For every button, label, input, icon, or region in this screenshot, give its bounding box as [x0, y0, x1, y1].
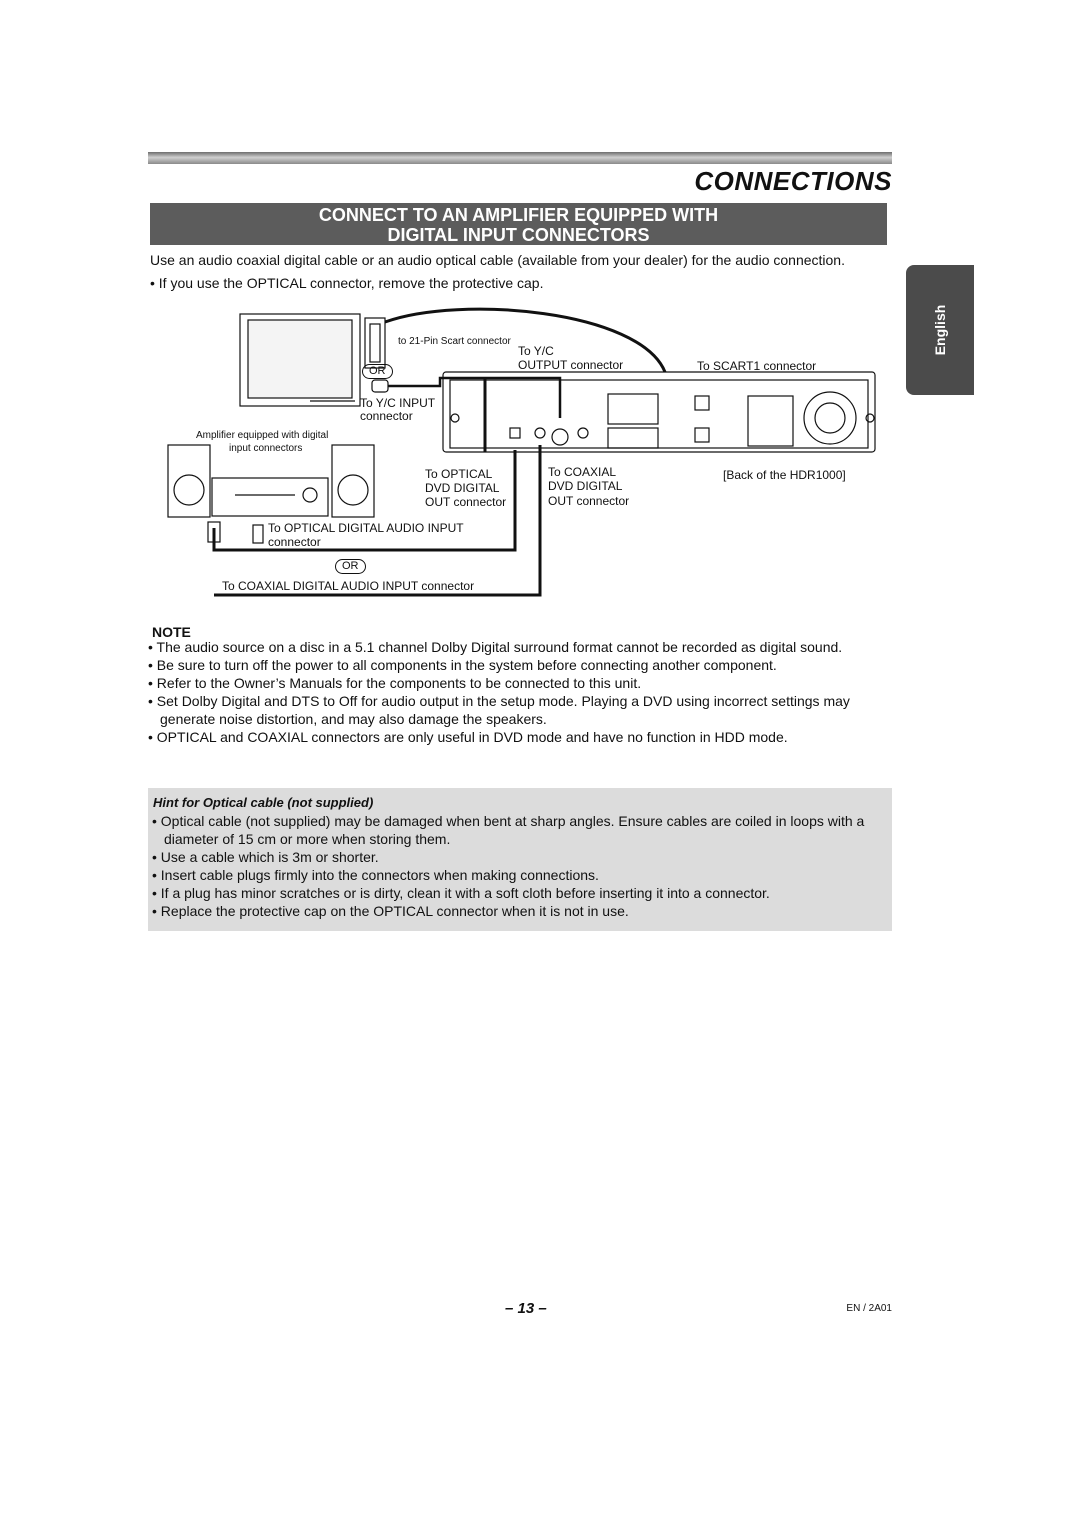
plug-amp-optical: [252, 524, 264, 544]
section-title: CONNECTIONS: [694, 166, 892, 196]
amplifier-illustration: [167, 444, 375, 518]
language-tab: English: [906, 265, 974, 395]
label-scart1: To SCART1 connector: [697, 359, 817, 373]
label-optical-out-1: To OPTICAL: [425, 467, 493, 481]
note-item: • The audio source on a disc in a 5.1 ch…: [148, 639, 843, 655]
hint-item: • Insert cable plugs firmly into the con…: [152, 867, 599, 883]
hint-item: • Replace the protective cap on the OPTI…: [152, 903, 629, 919]
label-optical-out-3: OUT connector: [425, 495, 507, 509]
label-coaxial-out-3: OUT connector: [548, 494, 630, 508]
label-yc-output-2: OUTPUT connector: [518, 358, 624, 372]
label-amp-2: input connectors: [229, 443, 303, 454]
hint-box: [148, 788, 892, 931]
label-amp-1: Amplifier equipped with digital: [196, 430, 329, 441]
yc-cable: [388, 376, 562, 418]
intro-paragraph: Use an audio coaxial digital cable or an…: [150, 252, 845, 268]
hint-list: • Optical cable (not supplied) may be da…: [152, 812, 892, 920]
scart-plug-tv: [364, 317, 389, 393]
hint-title: Hint for Optical cable (not supplied): [153, 795, 374, 810]
note-list: • The audio source on a disc in a 5.1 ch…: [148, 638, 893, 746]
label-optical-out-2: DVD DIGITAL: [425, 481, 500, 495]
label-or-2: OR: [335, 559, 366, 574]
note-item: • Refer to the Owner’s Manuals for the c…: [148, 675, 642, 691]
label-optical-in-2: connector: [268, 535, 321, 549]
note-heading: NOTE: [152, 624, 191, 640]
optical-cable: [212, 450, 517, 552]
coaxial-cable: [214, 445, 542, 597]
label-yc-input-2: connector: [360, 409, 413, 423]
scart-cable: [384, 307, 667, 373]
label-scart-21pin: to 21-Pin Scart connector: [398, 336, 511, 347]
language-tab-label: English: [932, 304, 948, 356]
hdr1000-back-panel: [442, 371, 876, 453]
label-coaxial-out-2: DVD DIGITAL: [548, 479, 623, 493]
banner-line-2: DIGITAL INPUT CONNECTORS: [387, 225, 650, 245]
label-back-hdr1000: [Back of the HDR1000]: [723, 468, 846, 482]
label-or-1: OR: [362, 364, 393, 379]
hint-item: • Optical cable (not supplied) may be da…: [152, 813, 865, 847]
connection-diagram: [167, 307, 876, 597]
label-coaxial-in: To COAXIAL DIGITAL AUDIO INPUT connector: [222, 579, 475, 593]
intro-bullet: • If you use the OPTICAL connector, remo…: [150, 275, 544, 291]
page-number: – 13 –: [505, 1300, 547, 1317]
note-item: • Set Dolby Digital and DTS to Off for a…: [148, 693, 850, 727]
note-item: • Be sure to turn off the power to all c…: [148, 657, 777, 673]
hint-item: • Use a cable which is 3m or shorter.: [152, 849, 379, 865]
intro-text: Use an audio coaxial digital cable or an…: [150, 250, 890, 293]
label-optical-in-1: To OPTICAL DIGITAL AUDIO INPUT: [268, 521, 464, 535]
banner-line-1: CONNECT TO AN AMPLIFIER EQUIPPED WITH: [318, 205, 719, 225]
document-code: EN / 2A01: [846, 1303, 892, 1314]
label-coaxial-out-1: To COAXIAL: [548, 465, 617, 479]
header-rule: [148, 152, 892, 164]
label-yc-input: To Y/C INPUT: [360, 396, 436, 410]
note-item: • OPTICAL and COAXIAL connectors are onl…: [148, 729, 788, 745]
section-banner: CONNECT TO AN AMPLIFIER EQUIPPED WITH DI…: [150, 203, 887, 245]
plug-amp-coaxial: [207, 521, 221, 543]
tv-illustration: [239, 313, 361, 407]
label-yc-output-1: To Y/C: [518, 344, 554, 358]
hint-item: • If a plug has minor scratches or is di…: [152, 885, 770, 901]
